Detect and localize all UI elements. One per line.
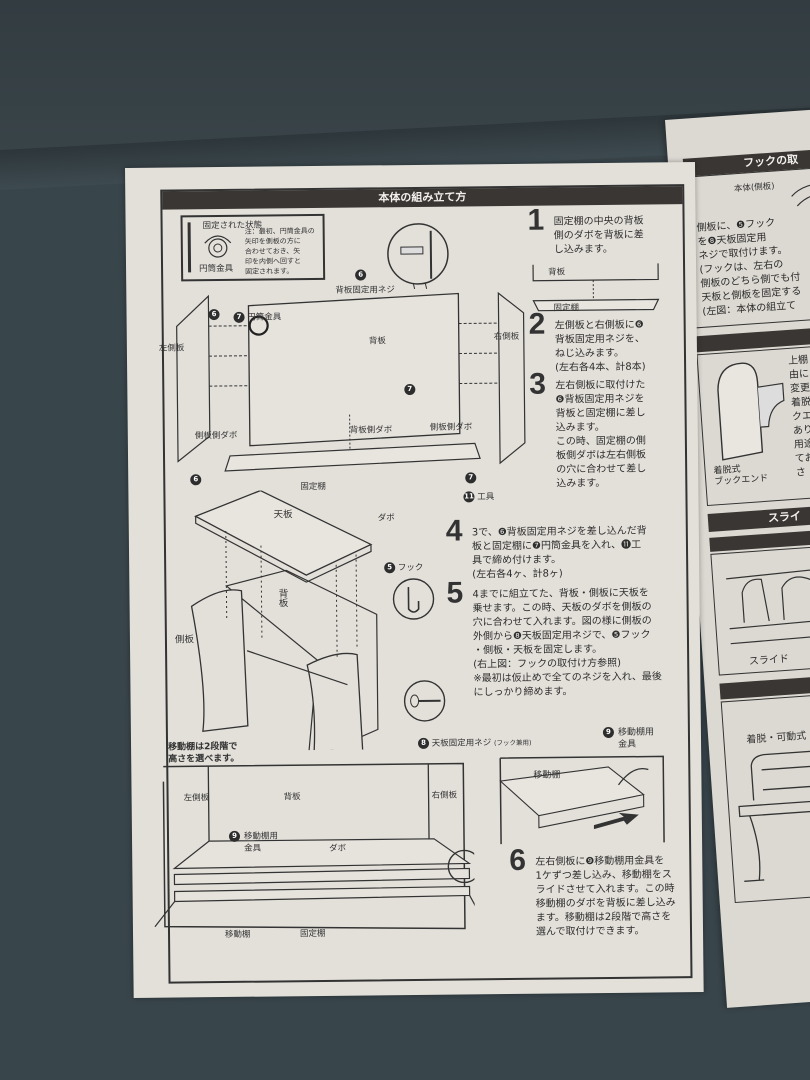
hook-instructions: 側板に、❺フック を❽天板固定用 ネジで取付けます。 (フックは、左右の 側板の…: [696, 217, 802, 318]
marker-6-icon: 6: [208, 309, 220, 321]
marker-6-left-top: 6: [208, 309, 220, 321]
shelf-slide-detail-diagram: [499, 755, 665, 845]
marker-7-icon: 7: [233, 311, 245, 323]
marker-9-icon: 9: [602, 726, 614, 739]
fitting-callout: 9: [228, 830, 241, 842]
tool-label: 工具: [477, 492, 495, 503]
marker-5-icon: 5: [384, 562, 396, 574]
left-side-label: 左側板: [158, 343, 185, 354]
left-side-label: 左側板: [183, 793, 210, 804]
step-text: 4までに組立てた、背板・側板に天板を 乗せます。この時、天板のダボを側板の 穴に…: [472, 587, 662, 699]
hook-side-illustration: [791, 181, 810, 223]
fixed-shelf-label: 固定棚: [299, 928, 326, 940]
fitting-label-detail: 移動棚用 金具: [617, 727, 655, 750]
step-number: 3: [529, 367, 547, 401]
back-dowel-label: 背板側ダボ: [349, 425, 393, 436]
movable-shelf-label: 移動棚: [224, 929, 251, 940]
marker-6-icon: 6: [355, 269, 367, 281]
slide-section-box: スライド: [710, 542, 810, 676]
back-panel-label: 背板: [368, 336, 386, 347]
dowel-label: ダボ: [377, 513, 395, 524]
marker-6-left-bottom: 6: [190, 474, 202, 486]
cylinder-fitting-label: 円筒金具: [247, 312, 282, 323]
screw-callout-magnifier: [387, 223, 449, 290]
step-number: 4: [445, 514, 463, 548]
screw-detail-icon: [403, 680, 446, 722]
hook-callout: 5 フック: [384, 561, 424, 574]
step-text: 左側板と右側板に❻ 背板固定用ネジを、 ねじ込みます。 (左右各4本、計8本): [554, 319, 646, 374]
step-text: 左右側板に取付けた ❻背板固定用ネジを 背板と固定棚に差し 込みます。 この時、…: [555, 379, 647, 490]
section-title: 本体の組み立て方: [162, 186, 683, 210]
side-dowel-right-label: 側板側ダボ: [429, 422, 473, 433]
step-text: 3で、❻背板固定用ネジを差し込んだ背 板と固定棚に❼円筒金具を入れ、⓫工 具で締…: [471, 525, 647, 581]
note-box-fixed-state: 固定された状態 円筒金具 注：最初、円筒金具の 矢印を側板の方に 合わせておき、…: [180, 213, 326, 282]
side-panel-label: 側板: [174, 634, 195, 646]
marker-11-icon: 11: [463, 491, 475, 503]
marker-9-icon: 9: [228, 830, 241, 842]
right-side-label: 右側板: [431, 790, 458, 801]
back-panel-assembly-diagram: [176, 291, 526, 472]
step-number: 6: [509, 843, 527, 878]
removable-label: 着脱・可動式: [746, 730, 807, 746]
hook-section-box: 本体(側板) 側板に、❺フック を❽天板固定用 ネジで取付けます。 (フックは、…: [684, 165, 810, 329]
step-5: 5 4までに組立てた、背板・側板に天板を 乗せます。この時、天板のダボを側板の …: [446, 576, 662, 700]
step-6: 6 左右側板に❾移動棚用金具を 1ケずつ差し込み、移動棚をス ライドさせて入れま…: [509, 843, 676, 940]
slide-shelf-illustration: [726, 563, 810, 645]
step-number: 5: [446, 576, 464, 610]
back-panel-label: 背板: [276, 588, 288, 608]
step-text: 固定棚の中央の背板 側のダボを背板に差 し込みます。: [553, 215, 644, 256]
desk-assembly-diagram: [190, 489, 379, 752]
step1-diagram: [532, 263, 660, 312]
side-dowel-left-label: 側板側ダボ: [194, 430, 238, 442]
right-page: フックの取 本体(側板) 側板に、❺フック を❽天板固定用 ネジで取付けます。 …: [665, 108, 810, 1008]
movable-shelf-detail-label: 移動棚: [533, 770, 561, 781]
bookend-section-box: 着脱式 ブックエンド 上棚 由に 変更 着脱 クエ あり 用途 てお さ: [696, 343, 810, 507]
cylinder-fitting-icon: [204, 235, 232, 258]
step-number: 2: [528, 307, 546, 341]
step-number: 1: [527, 203, 545, 237]
tool-callout: 11 工具: [463, 490, 495, 503]
desk-with-hutch-illustration: [738, 745, 810, 882]
note-text: 注：最初、円筒金具の 矢印を側板の方に 合わせておき、矢 印を内側へ回すと 固定…: [244, 227, 315, 276]
marker-7-icon: 7: [465, 472, 477, 484]
step-1: 1 固定棚の中央の背板 側のダボを背板に差 し込みます。: [527, 203, 644, 258]
bookend-illustration: [717, 362, 785, 461]
dowel-label: ダボ: [329, 843, 347, 854]
marker-6-icon: 6: [190, 474, 202, 486]
hook-detail-icon: [392, 578, 435, 620]
fitting-label: 移動棚用 金具: [243, 831, 279, 854]
step-text: 左右側板に❾移動棚用金具を 1ケずつ差し込み、移動棚をス ライドさせて入れます。…: [535, 855, 676, 938]
top-screw-note: (フック兼用): [493, 738, 532, 748]
side-panel-mark: [187, 222, 192, 273]
cylinder-fitting-label: 円筒金具: [199, 263, 234, 275]
instruction-sheet: 本体の組み立て方 固定された状態 円筒金具 注：最初、円筒金具の 矢印を側板の方…: [125, 162, 704, 998]
step-3: 3 左右側板に取付けた ❻背板固定用ネジを 背板と固定棚に差し 込みます。 この…: [529, 367, 647, 492]
removable-section-box: 着脱・可動式: [720, 690, 810, 904]
step1-back-panel-label: 背板: [548, 267, 566, 278]
step1-fixed-shelf-label: 固定棚: [553, 303, 580, 314]
marker-7-icon: 7: [404, 383, 416, 396]
hook-label: フック: [397, 562, 424, 574]
back-panel-label: 背板: [283, 792, 301, 803]
bookend-label: 着脱式 ブックエンド: [713, 464, 769, 488]
hook-body-label: 本体(側板): [733, 181, 775, 195]
right-side-label: 右側板: [493, 331, 520, 343]
screw-callout: 6: [355, 269, 367, 281]
cylinder-fitting-callout: 7 円筒金具: [233, 310, 282, 323]
movable-shelf-diagram: [154, 762, 476, 930]
marker-7-bottom: 7: [465, 472, 477, 484]
fitting-callout-detail: 9: [602, 726, 614, 739]
step-4: 4 3で、❻背板固定用ネジを差し込んだ背 板と固定棚に❼円筒金具を入れ、⓫工 具…: [445, 514, 648, 583]
marker-7-right: 7: [404, 383, 416, 396]
top-panel-label: 天板: [273, 509, 293, 521]
assembly-frame: 本体の組み立て方 固定された状態 円筒金具 注：最初、円筒金具の 矢印を側板の方…: [154, 184, 693, 984]
step-2: 2 左側板と右側板に❻ 背板固定用ネジを、 ねじ込みます。 (左右各4本、計8本…: [528, 307, 646, 376]
slide-label: スライド: [748, 653, 790, 668]
